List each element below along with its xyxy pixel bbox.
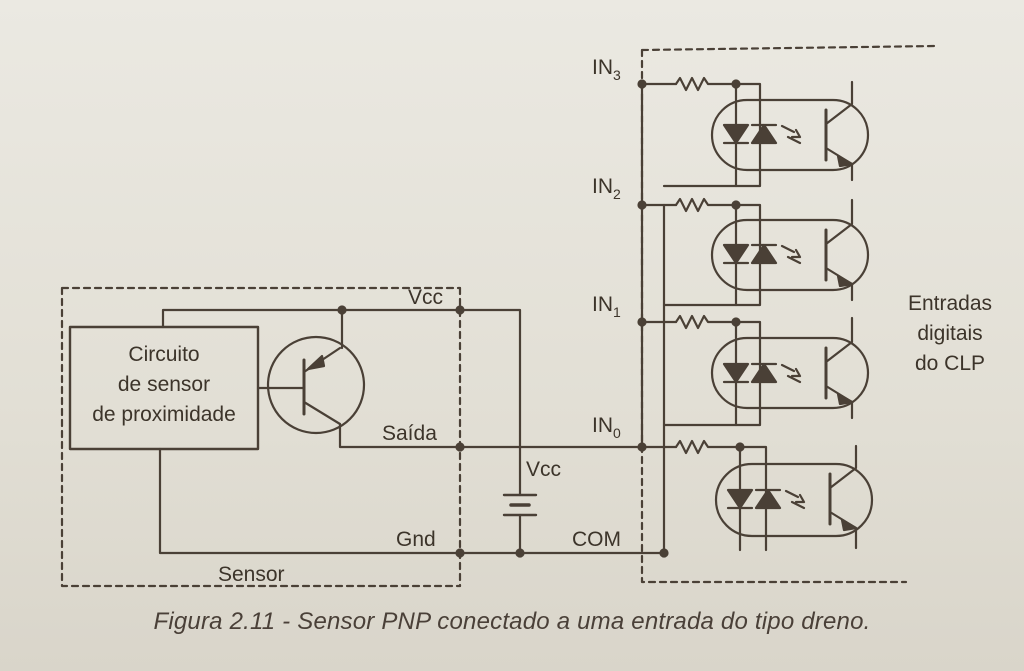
com-label: COM bbox=[572, 528, 621, 551]
plc-boundary bbox=[640, 44, 938, 584]
in2-label: IN2 bbox=[592, 175, 621, 202]
sensor-label: Sensor bbox=[218, 563, 285, 586]
gnd-label: Gnd bbox=[396, 528, 436, 551]
in0-label: IN0 bbox=[592, 414, 621, 441]
plc-label-3: do CLP bbox=[915, 352, 985, 375]
input-channel-3 bbox=[637, 76, 870, 188]
input-channel-2 bbox=[640, 197, 870, 307]
sensor-circuit-label-1: Circuito bbox=[128, 343, 199, 366]
wire-saida bbox=[338, 422, 644, 449]
pnp-transistor bbox=[256, 335, 366, 435]
input-channel-1 bbox=[640, 314, 870, 427]
sensor-circuit-label-2: de sensor bbox=[118, 373, 210, 396]
sensor-circuit-label-3: de proximidade bbox=[92, 403, 236, 426]
sensor-boundary bbox=[60, 286, 462, 588]
plc-label-2: digitais bbox=[917, 322, 982, 345]
saida-label: Saída bbox=[382, 422, 437, 445]
in1-label: IN1 bbox=[592, 293, 621, 320]
in3-label: IN3 bbox=[592, 56, 621, 83]
battery-symbol bbox=[502, 493, 538, 555]
figure-caption: Figura 2.11 - Sensor PNP conectado a uma… bbox=[153, 608, 871, 635]
vcc-top-label: Vcc bbox=[408, 286, 443, 309]
wire-gnd bbox=[158, 447, 666, 555]
vcc-battery-label: Vcc bbox=[526, 458, 561, 481]
plc-label-1: Entradas bbox=[908, 292, 992, 315]
input-channel-0 bbox=[640, 439, 874, 552]
